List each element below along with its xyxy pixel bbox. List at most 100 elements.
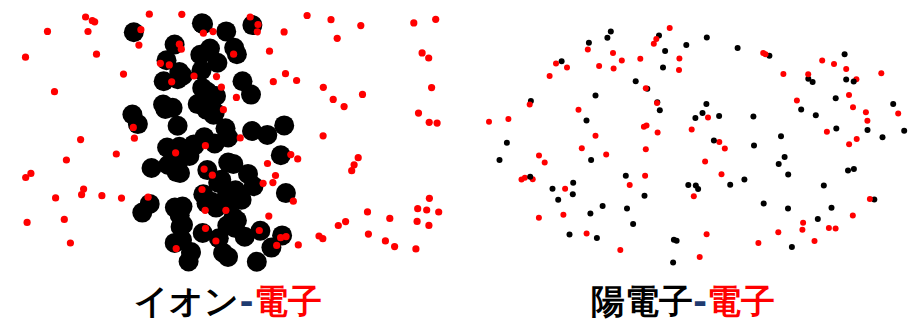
positron-dot [685, 182, 691, 188]
label-part: 電子 [707, 281, 775, 321]
electron-dot [290, 198, 297, 205]
electron-dot [812, 238, 818, 244]
electron-dot [386, 215, 393, 222]
electron-dot [256, 227, 263, 234]
electron-dot [576, 107, 582, 113]
electron-dot [435, 208, 442, 215]
positron-dot [695, 186, 701, 192]
positron-dot [586, 40, 592, 46]
electron-dot [843, 66, 849, 72]
positron-dot [785, 206, 791, 212]
electron-dot [864, 118, 870, 124]
electron-dot [704, 231, 710, 237]
electron-dot [44, 28, 51, 35]
ion-dot [233, 71, 253, 91]
electron-dot [61, 216, 68, 223]
positron-dot [843, 77, 849, 83]
positron-dot [776, 161, 782, 167]
electron-dot [135, 42, 142, 49]
positron-dot [550, 186, 556, 192]
electron-dot [200, 30, 207, 37]
electron-dot [264, 160, 271, 167]
electron-dot [202, 142, 209, 149]
electron-dot [414, 205, 421, 212]
positron-dot [642, 193, 648, 199]
electron-dot [603, 152, 609, 158]
electron-dot [178, 11, 185, 18]
positron-dot [527, 174, 533, 180]
positron-dot [782, 154, 788, 160]
ion-dot [142, 158, 162, 178]
positron-dot [555, 197, 561, 203]
electron-dot [269, 179, 276, 186]
electron-dot [780, 71, 786, 77]
electron-dot [846, 92, 852, 98]
electron-dot [426, 195, 433, 202]
positron-dot [674, 238, 680, 244]
electron-dot [281, 28, 288, 35]
positron-dot [633, 78, 639, 84]
electron-dot [415, 110, 422, 117]
electron-dot [51, 88, 58, 95]
electron-dot [265, 213, 272, 220]
positron-dot [567, 231, 573, 237]
positron-dot [890, 101, 896, 107]
positron-dot [683, 42, 689, 48]
positron-dot [588, 157, 594, 163]
electron-dot [654, 100, 660, 106]
ion-dot [257, 125, 277, 145]
electron-dot [335, 222, 342, 229]
positron-dot [813, 112, 819, 118]
electron-dot [168, 78, 175, 85]
positron-dot [630, 221, 636, 227]
electron-dot [113, 150, 120, 157]
electron-dot [118, 195, 125, 202]
positron-dot [624, 206, 630, 212]
positron-dot [716, 113, 722, 119]
ion-dot [132, 203, 152, 223]
electron-dot [342, 218, 349, 225]
ion-dot [200, 39, 220, 59]
positron-dot [497, 157, 503, 163]
electron-dot [831, 61, 837, 67]
electron-dot [327, 16, 334, 23]
electron-dot [505, 116, 511, 122]
positron-dot [761, 201, 767, 207]
positron-dot [842, 51, 848, 57]
positron-dot [880, 134, 886, 140]
positron-dot [704, 34, 710, 40]
electron-dot [562, 186, 568, 192]
electron-dot [222, 207, 229, 214]
electron-dot [642, 173, 648, 179]
electron-dot [201, 166, 208, 173]
electron-dot [273, 242, 280, 249]
electron-dot [644, 123, 650, 129]
positron-dot [584, 118, 590, 124]
positron-dot [815, 216, 821, 222]
positron-dot [845, 168, 851, 174]
positron-dot [670, 260, 676, 266]
electron-dot [304, 12, 311, 19]
electron-dot [91, 18, 98, 25]
electron-dot [131, 135, 138, 142]
positron-dot [750, 113, 756, 119]
ion-dot [216, 21, 236, 41]
electron-dot [846, 141, 852, 147]
electron-dot [209, 28, 216, 35]
electron-dot [826, 225, 832, 231]
ion-dot [227, 44, 247, 64]
electron-dot [295, 241, 302, 248]
electron-dot [365, 231, 372, 238]
ion-dot [181, 242, 201, 262]
electron-dot [423, 206, 430, 213]
electron-dot [854, 136, 860, 142]
positron-dot [570, 180, 576, 186]
electron-dot [755, 240, 761, 246]
electron-dot [419, 49, 426, 56]
electron-dot [617, 247, 623, 253]
electron-dot [643, 146, 649, 152]
positron-dot [851, 79, 857, 85]
electron-dot [426, 119, 433, 126]
electron-dot [553, 61, 559, 67]
positron-dot [829, 205, 835, 211]
